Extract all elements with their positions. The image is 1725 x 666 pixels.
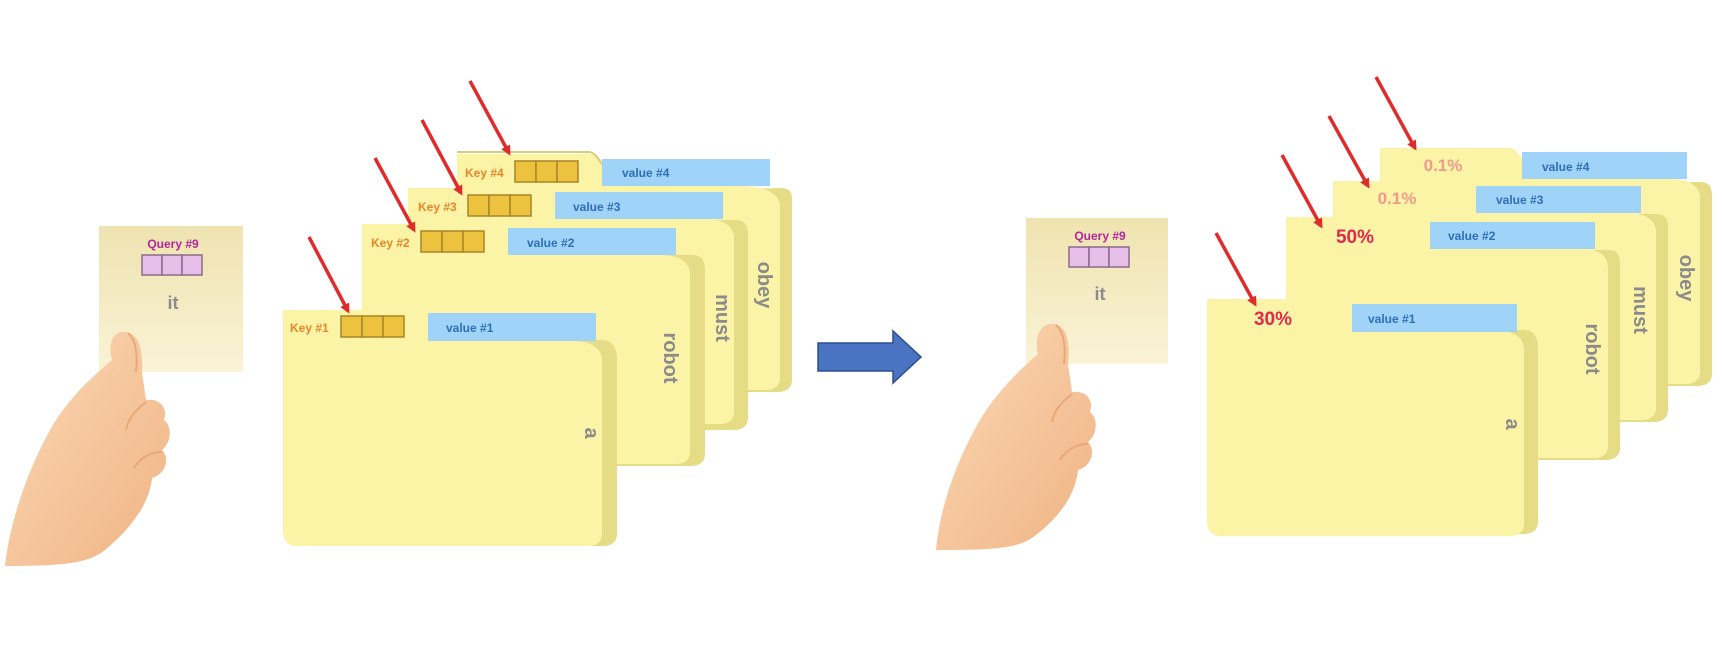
value-tab: [602, 159, 770, 186]
value-tab: [555, 192, 723, 219]
hand-icon: [5, 331, 170, 566]
value-label: value #4: [622, 166, 670, 180]
query-vector-cell: [181, 254, 203, 276]
weight-label: 30%: [1254, 309, 1292, 330]
folder-word: must: [711, 294, 733, 342]
key-label: Key #2: [371, 236, 410, 250]
red-arrow-icon: [1280, 154, 1323, 229]
key-vector-cell: [467, 194, 490, 217]
folder-word: must: [1629, 286, 1651, 334]
right-panel: Query #9 it value #4 0.1% obey: [936, 76, 1712, 550]
red-arrow-icon: [1374, 76, 1417, 151]
query-vector-cell: [1088, 246, 1110, 268]
value-label: value #1: [1368, 312, 1416, 326]
key-vector-cell: [509, 194, 532, 217]
key-pointer-arrows: [307, 80, 511, 314]
red-arrow-icon: [373, 157, 416, 233]
weight-label: 50%: [1336, 227, 1374, 248]
value-label: value #2: [527, 236, 575, 250]
query-title: Query #9: [1074, 229, 1126, 243]
value-label: value #4: [1542, 160, 1590, 174]
key-vector-cell: [514, 160, 537, 183]
key-label: Key #1: [290, 321, 329, 335]
folder-word: robot: [1581, 323, 1603, 374]
folder-word: obey: [753, 262, 775, 310]
thumb-crease: [127, 332, 138, 373]
folder-1: value #1 30% a: [1207, 299, 1538, 536]
query-vector-cell: [161, 254, 183, 276]
folder-1: value #1 Key #1 a: [283, 310, 617, 546]
left-panel: Query #9 it value #4 Key #4: [5, 80, 792, 566]
right-arrow-icon: [817, 329, 923, 385]
folder-word: a: [1501, 418, 1523, 430]
key-vector-cell: [382, 315, 405, 338]
hand-illustration: [5, 331, 170, 566]
weight-label: 0.1%: [1378, 189, 1417, 208]
query-vector-cell: [1068, 246, 1090, 268]
key-vector-cell: [441, 230, 464, 253]
folder-word: obey: [1675, 255, 1697, 303]
weight-pointer-arrows: [1214, 76, 1417, 307]
query-vector: [1068, 246, 1130, 268]
key-vector: [467, 194, 532, 217]
key-vector-cell: [361, 315, 384, 338]
red-arrow-icon: [1327, 115, 1370, 189]
query-word: it: [168, 293, 179, 313]
value-label: value #1: [446, 321, 494, 335]
red-arrow-icon: [1214, 232, 1257, 307]
key-vector: [340, 315, 405, 338]
red-arrow-icon: [468, 80, 511, 156]
key-label: Key #3: [418, 200, 457, 214]
folder-body: [1207, 299, 1524, 536]
value-tab: [1352, 304, 1517, 332]
key-label: Key #4: [465, 166, 504, 180]
key-vector-cell: [488, 194, 511, 217]
query-title: Query #9: [147, 237, 199, 251]
key-vector-cell: [556, 160, 579, 183]
red-arrow-icon: [420, 119, 463, 196]
finger-crease: [1051, 393, 1089, 461]
key-vector: [514, 160, 579, 183]
value-tab: [428, 313, 596, 341]
key-vector: [420, 230, 485, 253]
red-arrow-icon: [307, 236, 350, 314]
folder-word: robot: [659, 332, 681, 383]
query-vector: [141, 254, 203, 276]
key-vector-cell: [420, 230, 443, 253]
key-vector-cell: [462, 230, 485, 253]
value-label: value #2: [1448, 229, 1496, 243]
folder-word: a: [580, 427, 602, 439]
value-tab: [508, 228, 676, 255]
value-tab: [1476, 186, 1641, 213]
value-label: value #3: [573, 200, 621, 214]
weight-label: 0.1%: [1424, 156, 1463, 175]
value-tab: [1522, 152, 1687, 179]
key-vector-cell: [340, 315, 363, 338]
thumb-crease: [1055, 324, 1066, 365]
query-vector-cell: [1108, 246, 1130, 268]
query-vector-cell: [141, 254, 163, 276]
value-label: value #3: [1496, 193, 1544, 207]
finger-crease: [125, 401, 163, 469]
key-vector-cell: [535, 160, 558, 183]
hand-illustration: [936, 323, 1096, 550]
value-tab: [1430, 222, 1595, 249]
folder-body: [283, 310, 602, 546]
hand-icon: [936, 323, 1096, 550]
query-word: it: [1095, 284, 1106, 304]
